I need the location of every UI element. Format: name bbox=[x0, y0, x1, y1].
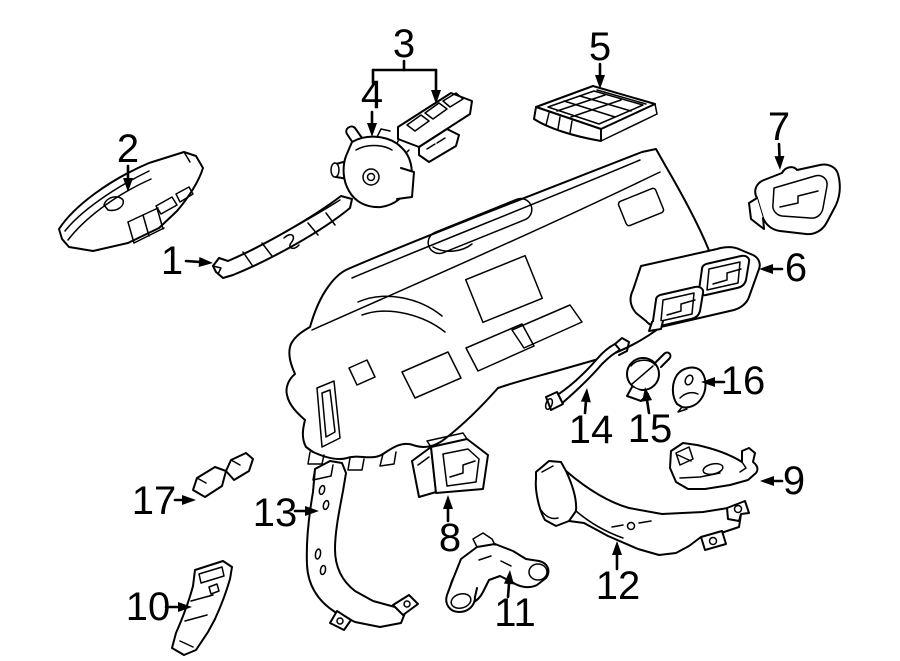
callout-14-arrowhead-icon bbox=[580, 388, 591, 403]
callout-4-arrowhead-icon bbox=[367, 123, 377, 137]
part-16-cap-drawing bbox=[671, 366, 707, 413]
callout-10[interactable]: 10 bbox=[126, 585, 192, 629]
part-14-control-rod-drawing bbox=[544, 337, 630, 411]
part-6-center-vents-drawing bbox=[629, 246, 761, 332]
callout-7[interactable]: 7 bbox=[768, 105, 790, 170]
callout-6-number[interactable]: 6 bbox=[785, 246, 807, 290]
part-10-lower-duct-drawing bbox=[171, 560, 233, 656]
callout-8-number[interactable]: 8 bbox=[439, 516, 461, 560]
callout-7-arrowhead-icon bbox=[774, 155, 785, 170]
part-2-defroster-grille-drawing bbox=[58, 151, 204, 252]
callout-8-arrowhead-icon bbox=[443, 495, 453, 509]
part-4-actuator-drawing bbox=[330, 125, 415, 209]
callout-10-arrowhead-icon bbox=[178, 602, 192, 612]
part-1-side-defroster-strip-drawing bbox=[212, 195, 353, 279]
callout-9-arrowhead-icon bbox=[760, 476, 774, 486]
callout-15-arrowhead-icon bbox=[642, 387, 653, 402]
callout-13-arrowhead-icon bbox=[305, 506, 319, 516]
callout-10-number[interactable]: 10 bbox=[126, 585, 171, 629]
callout-14-arrow-line bbox=[583, 400, 588, 415]
part-15-duct-connector-drawing bbox=[626, 351, 672, 402]
callout-13[interactable]: 13 bbox=[253, 491, 319, 535]
instrument-panel-drawing bbox=[285, 148, 713, 471]
callout-16[interactable]: 16 bbox=[701, 359, 765, 403]
callout-15-number[interactable]: 15 bbox=[628, 407, 673, 451]
part-7-side-vent-drawing bbox=[748, 163, 841, 236]
callout-17[interactable]: 17 bbox=[132, 479, 196, 523]
callout-17-number[interactable]: 17 bbox=[132, 479, 177, 523]
callout-3[interactable]: 3 bbox=[371, 22, 441, 104]
part-8-center-vent-drawing bbox=[411, 432, 489, 498]
part-5-center-grille-drawing bbox=[533, 85, 658, 142]
callout-15-arrow-line bbox=[645, 399, 651, 415]
callout-11-number[interactable]: 11 bbox=[494, 591, 536, 635]
callout-16-arrowhead-icon bbox=[701, 377, 715, 387]
callout-1-arrow-line bbox=[184, 259, 201, 264]
callout-1-number[interactable]: 1 bbox=[161, 239, 183, 283]
callout-11-arrowhead-icon bbox=[503, 570, 514, 585]
callout-12-number[interactable]: 12 bbox=[596, 564, 641, 608]
callout-11-arrow-line bbox=[506, 582, 511, 599]
callout-4-number[interactable]: 4 bbox=[361, 73, 383, 117]
callout-6-arrowhead-icon bbox=[759, 264, 773, 274]
callout-15[interactable]: 15 bbox=[628, 387, 673, 451]
callout-17-arrowhead-icon bbox=[182, 495, 196, 505]
callout-2[interactable]: 2 bbox=[117, 127, 139, 192]
callout-14[interactable]: 14 bbox=[569, 388, 614, 452]
callout-5[interactable]: 5 bbox=[589, 25, 611, 89]
callout-2-number[interactable]: 2 bbox=[117, 127, 139, 171]
callout-4[interactable]: 4 bbox=[361, 73, 383, 137]
part-3-vent-unit-drawing bbox=[393, 92, 473, 163]
callout-1[interactable]: 1 bbox=[161, 239, 213, 283]
part-13-demister-duct-drawing bbox=[305, 460, 419, 631]
part-12-floor-duct-drawing bbox=[534, 460, 750, 556]
callout-9[interactable]: 9 bbox=[760, 459, 805, 503]
callout-12-arrowhead-icon bbox=[612, 541, 622, 555]
callout-8[interactable]: 8 bbox=[439, 495, 461, 560]
callout-16-number[interactable]: 16 bbox=[721, 359, 766, 403]
callout-1-arrowhead-icon bbox=[198, 256, 213, 267]
callout-5-arrowhead-icon bbox=[595, 75, 605, 89]
callout-3-number[interactable]: 3 bbox=[393, 22, 415, 66]
callout-3-arrowhead-icon bbox=[431, 90, 441, 104]
callout-11[interactable]: 11 bbox=[494, 570, 536, 635]
callout-2-arrowhead-icon bbox=[123, 178, 133, 192]
callout-14-number[interactable]: 14 bbox=[569, 408, 614, 452]
callout-9-number[interactable]: 9 bbox=[783, 459, 805, 503]
part-9-duct-bracket-drawing bbox=[669, 442, 759, 490]
callout-6[interactable]: 6 bbox=[759, 246, 807, 290]
callout-12[interactable]: 12 bbox=[596, 541, 641, 608]
callout-5-number[interactable]: 5 bbox=[589, 25, 611, 69]
callout-13-number[interactable]: 13 bbox=[253, 491, 298, 535]
callout-7-number[interactable]: 7 bbox=[768, 105, 790, 149]
part-17-connector-drawing bbox=[192, 452, 254, 498]
